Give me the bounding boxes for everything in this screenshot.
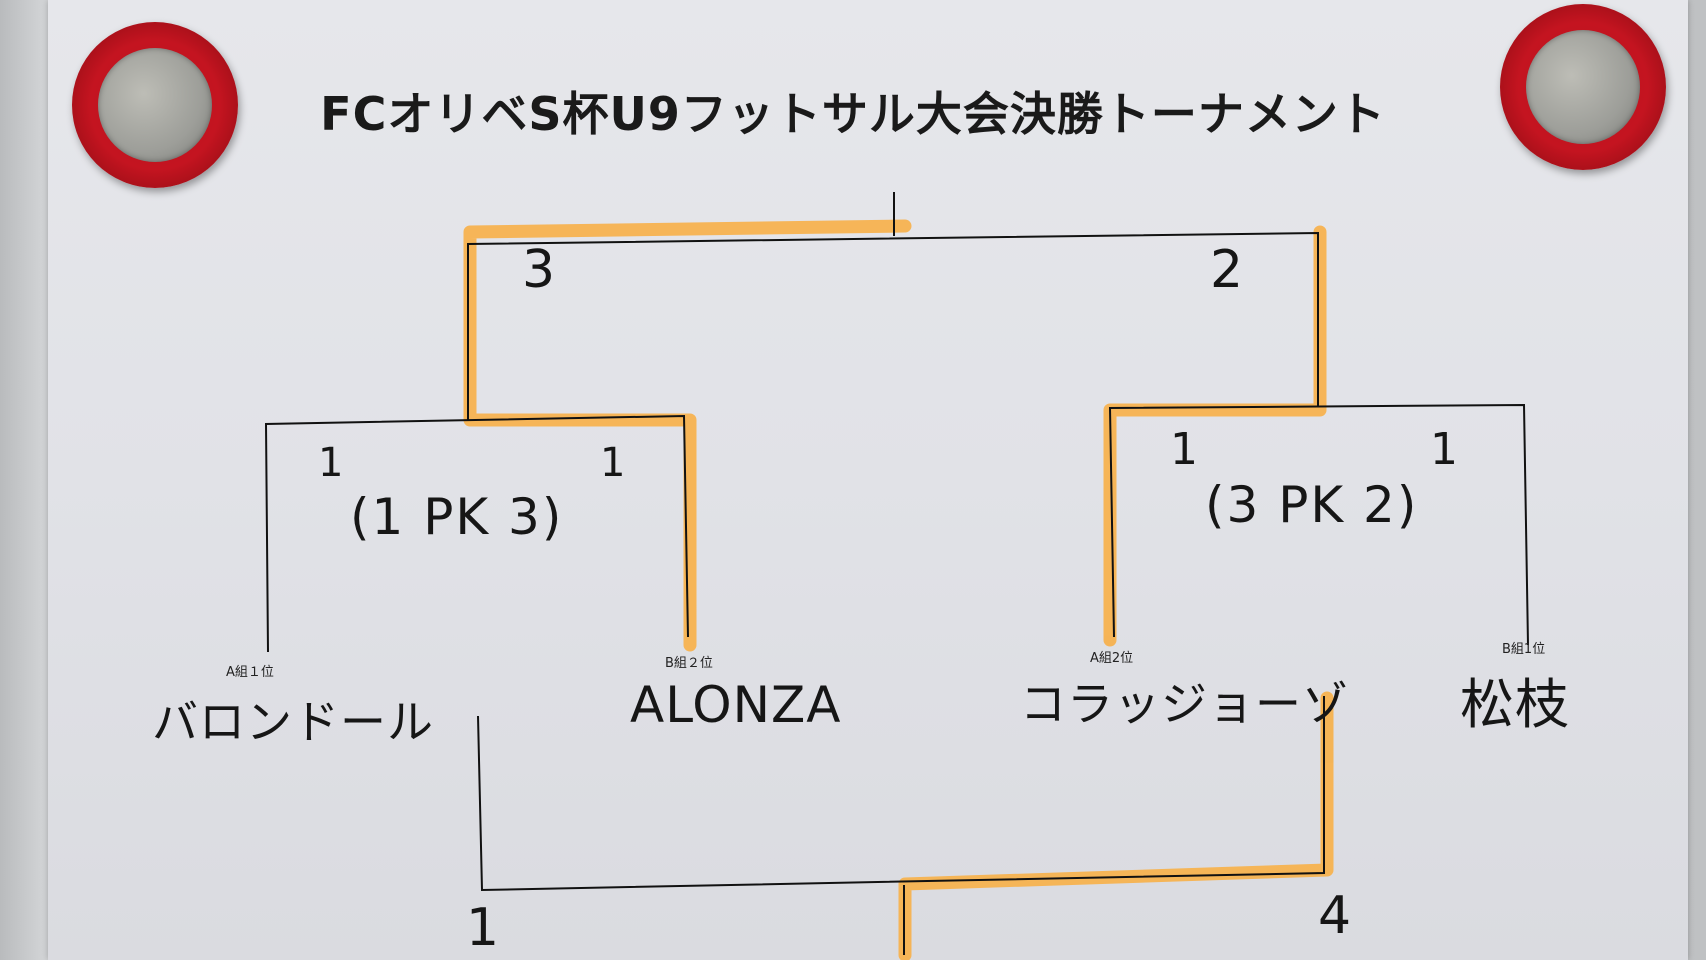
- seed-label: A組１位: [226, 665, 274, 680]
- seed-label: A組2位: [1090, 651, 1134, 666]
- page-title: FCオリベS杯U9フットサル大会決勝トーナメント: [320, 87, 1386, 141]
- team-name: バロンドール: [152, 695, 434, 749]
- seed-label: B組1位: [1502, 642, 1546, 657]
- paper-sheet: [48, 0, 1688, 960]
- magnet-icon: [1500, 4, 1666, 170]
- semi-right-pk: (3 PK 2): [1205, 476, 1419, 534]
- final-left-score: 3: [522, 240, 556, 300]
- semi-right-score-a: 1: [1170, 424, 1198, 475]
- seed-label: B組２位: [665, 656, 713, 671]
- winner-highlight: [463, 219, 1334, 960]
- semi-left-score-a: 1: [318, 440, 344, 486]
- semi-left-score-b: 1: [600, 440, 626, 486]
- final-right-score: 2: [1210, 240, 1244, 300]
- magnet-icon: [72, 22, 238, 188]
- semi-left-pk: (1 PK 3): [350, 488, 564, 546]
- team-name: コラッジョーゾ: [1020, 677, 1349, 731]
- magnet-cap: [1526, 30, 1640, 144]
- team-name: ALONZA: [630, 676, 842, 734]
- semi-right-score-b: 1: [1430, 424, 1458, 475]
- third-right-score: 4: [1318, 886, 1352, 946]
- magnet-cap: [98, 48, 212, 162]
- bracket-lines: [264, 192, 1529, 955]
- team-name: 松枝: [1460, 673, 1570, 736]
- third-left-score: 1: [466, 898, 500, 958]
